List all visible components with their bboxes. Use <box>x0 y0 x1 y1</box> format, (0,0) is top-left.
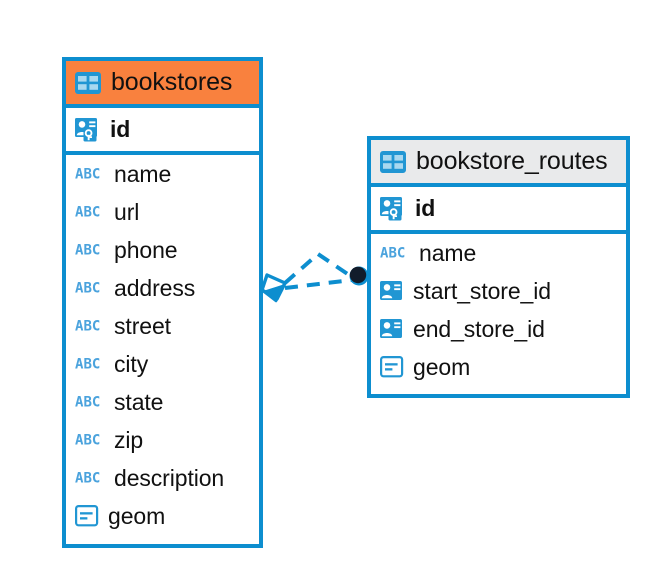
entity-title: bookstore_routes <box>416 147 608 175</box>
field-row-geom[interactable]: geom <box>66 497 259 535</box>
field-label: phone <box>114 236 178 263</box>
field-label: name <box>419 239 477 266</box>
field-label: url <box>114 198 140 225</box>
geometry-field-icon <box>380 356 404 378</box>
field-label: city <box>114 350 149 377</box>
field-row-name[interactable]: ABC name <box>66 155 259 193</box>
primary-key-icon <box>75 117 101 142</box>
text-field-icon: ABC <box>75 355 101 373</box>
field-row-description[interactable]: ABC description <box>66 459 259 497</box>
text-field-icon: ABC <box>75 165 101 183</box>
relationship-line-lower <box>284 278 353 290</box>
text-field-icon: ABC <box>75 203 101 221</box>
text-field-icon: ABC <box>75 241 101 259</box>
text-field-icon: ABC <box>75 431 101 449</box>
foreign-key-icon <box>380 318 404 340</box>
field-row-id[interactable]: id <box>66 108 259 155</box>
entity-bookstores[interactable]: bookstores id ABC name <box>62 57 263 548</box>
field-label: id <box>415 195 436 221</box>
field-label: geom <box>108 502 166 529</box>
entity-title: bookstores <box>111 68 233 96</box>
field-label: street <box>114 312 171 339</box>
field-label: end_store_id <box>413 315 545 342</box>
field-row-city[interactable]: ABC city <box>66 345 259 383</box>
field-label: zip <box>114 426 144 453</box>
primary-key-icon <box>380 196 406 221</box>
entity-header-bookstore-routes[interactable]: bookstore_routes <box>371 140 626 187</box>
field-row-address[interactable]: ABC address <box>66 269 259 307</box>
text-field-icon: ABC <box>75 393 101 411</box>
text-field-icon: ABC <box>75 317 101 335</box>
foreign-key-icon <box>380 280 404 302</box>
field-row-zip[interactable]: ABC zip <box>66 421 259 459</box>
crows-foot-diamond-icon <box>260 273 287 303</box>
field-row-street[interactable]: ABC street <box>66 307 259 345</box>
entity-header-bookstores[interactable]: bookstores <box>66 61 259 108</box>
field-label: description <box>114 464 225 491</box>
text-field-icon: ABC <box>75 469 101 487</box>
table-icon <box>75 71 101 94</box>
field-row-geom[interactable]: geom <box>371 348 626 386</box>
text-field-icon: ABC <box>380 244 406 262</box>
field-label: address <box>114 274 196 301</box>
field-row-url[interactable]: ABC url <box>66 193 259 231</box>
filled-circle-icon <box>349 266 369 286</box>
field-row-phone[interactable]: ABC phone <box>66 231 259 269</box>
table-icon <box>380 150 406 173</box>
field-label: id <box>110 116 131 142</box>
field-row-end-store-id[interactable]: end_store_id <box>371 310 626 348</box>
field-row-start-store-id[interactable]: start_store_id <box>371 272 626 310</box>
field-row-name[interactable]: ABC name <box>371 234 626 272</box>
geometry-field-icon <box>75 505 99 527</box>
field-label: geom <box>413 353 471 380</box>
field-label: name <box>114 160 172 187</box>
text-field-icon: ABC <box>75 279 101 297</box>
entity-bookstore-routes[interactable]: bookstore_routes id ABC name <box>367 136 630 398</box>
relationship-line-upper <box>283 251 354 285</box>
field-row-id[interactable]: id <box>371 187 626 234</box>
field-label: state <box>114 388 164 415</box>
field-row-state[interactable]: ABC state <box>66 383 259 421</box>
field-label: start_store_id <box>413 277 551 304</box>
